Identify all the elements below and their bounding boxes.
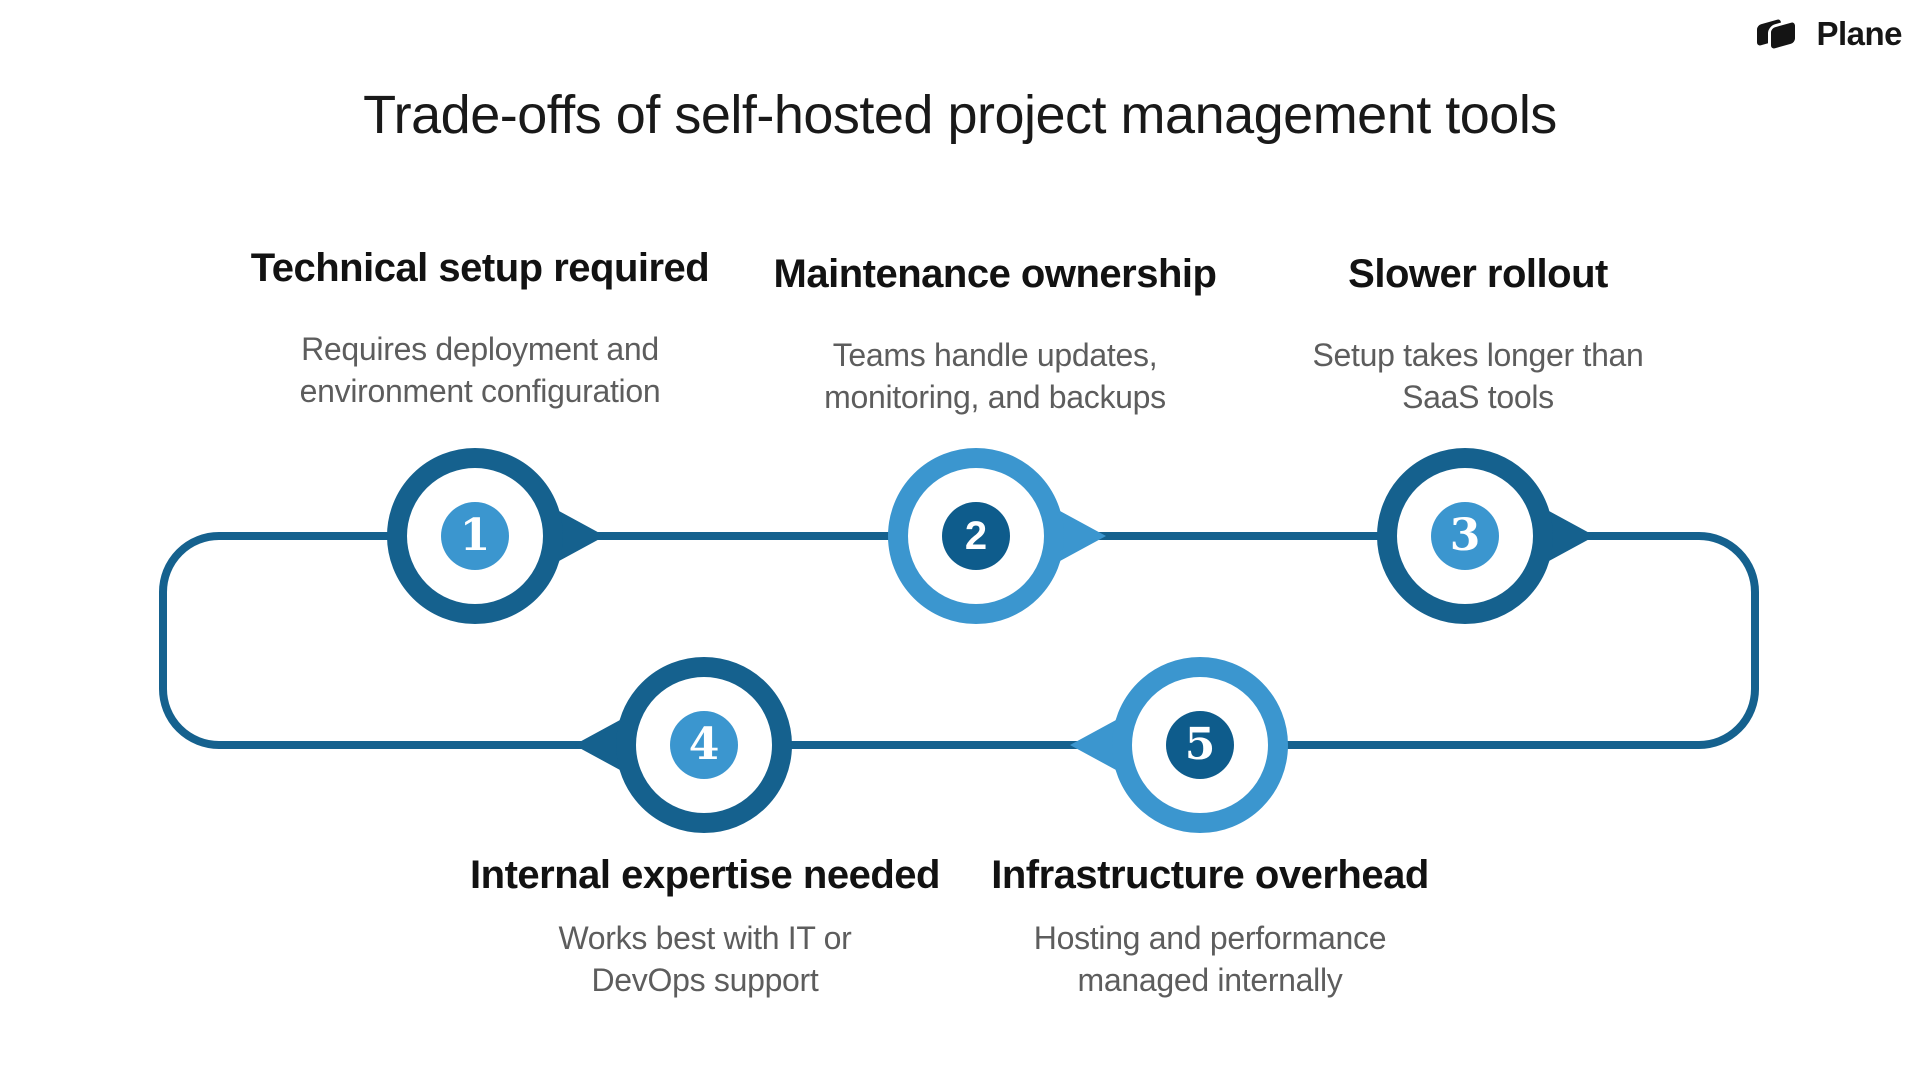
flow-arrow-right-icon [1549,511,1595,561]
step-node-5: 5 [1070,657,1288,833]
step-5-title: Infrastructure overhead [991,853,1429,897]
flow-arrow-left-icon [1070,720,1116,770]
page-title: Trade-offs of self-hosted project manage… [363,85,1557,145]
step-section-1: Technical setup required Requires deploy… [160,244,800,412]
step-4-description: Works best with IT or DevOps support [558,920,852,998]
flow-arrow-right-icon [1060,511,1106,561]
step-number: 2 [964,514,988,558]
step-section-4: Internal expertise needed Works best wit… [385,851,1025,1001]
step-number: 1 [459,510,491,561]
step-number: 3 [1449,510,1481,561]
step-4-title: Internal expertise needed [470,853,940,897]
step-1-title: Technical setup required [250,246,710,290]
step-2-title: Maintenance ownership [773,252,1217,296]
step-number-badge: 2 [942,502,1010,570]
step-node-2: 2 [888,448,1106,624]
step-3-title: Slower rollout [1348,252,1608,296]
step-number-badge: 4 [670,711,738,779]
step-2-description: Teams handle updates, monitoring, and ba… [824,337,1166,415]
step-node-4: 4 [574,657,792,833]
step-number-badge: 5 [1166,711,1234,779]
step-number: 4 [688,719,720,770]
step-1-description: Requires deployment and environment conf… [299,331,661,409]
flow-arrow-right-icon [559,511,605,561]
step-section-3: Slower rollout Setup takes longer than S… [1158,250,1798,418]
step-number-badge: 1 [441,502,509,570]
step-number-badge: 3 [1431,502,1499,570]
flow-arrow-left-icon [574,720,620,770]
step-node-3: 3 [1377,448,1595,624]
step-number: 5 [1184,719,1216,770]
plane-logo-text: Plane [1816,15,1902,52]
plane-logo: Plane [1756,12,1902,56]
plane-logo-icon [1756,12,1806,56]
step-5-description: Hosting and performance managed internal… [1033,920,1387,998]
step-section-2: Maintenance ownership Teams handle updat… [675,250,1315,418]
step-3-description: Setup takes longer than SaaS tools [1312,337,1644,415]
step-node-1: 1 [387,448,605,624]
step-section-5: Infrastructure overhead Hosting and perf… [890,851,1530,1001]
